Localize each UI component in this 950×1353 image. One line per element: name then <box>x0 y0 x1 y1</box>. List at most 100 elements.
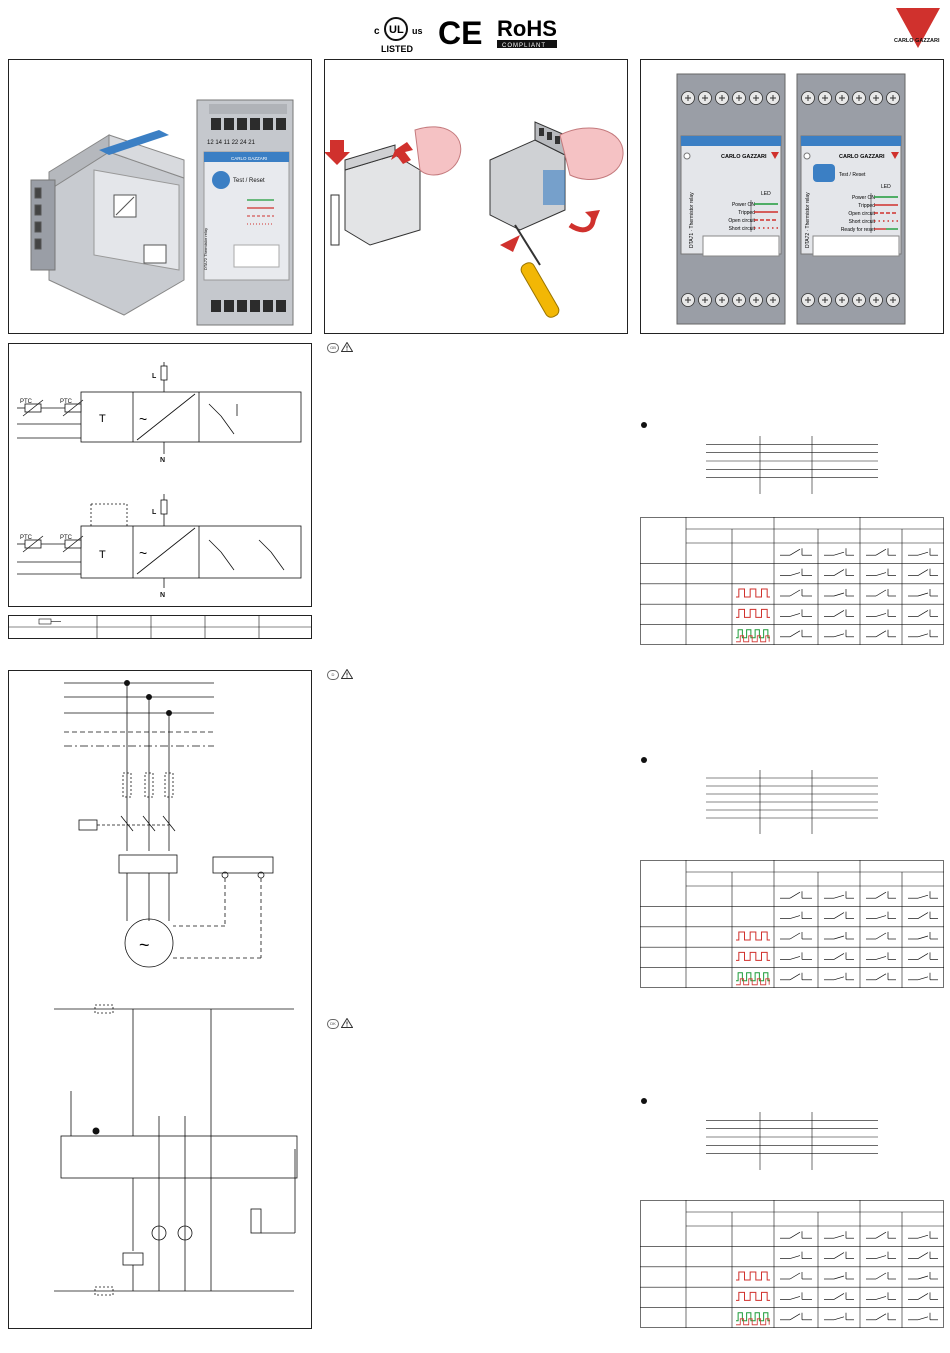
contact-state-symbol <box>780 891 812 899</box>
contact-state-symbol <box>908 1272 938 1280</box>
warning-icon <box>341 342 353 352</box>
contact-state-symbol <box>824 932 854 940</box>
led-blink-pattern <box>736 588 770 598</box>
warning-icon <box>341 669 353 679</box>
led-blink-pattern <box>736 951 770 961</box>
wiring-ptc2-2: PTC <box>60 535 73 541</box>
terminal-row-top <box>681 91 780 105</box>
front-panels-panel: CARLO GAZZARI DTA71 · Thermistor relay L… <box>640 59 944 334</box>
contact-state-symbol <box>866 1231 896 1239</box>
photo-side-label: DTA72 Thermistor relay <box>203 228 208 270</box>
led-blink-pattern <box>736 629 770 643</box>
contact-state-symbol <box>908 972 938 981</box>
contact-state-symbol <box>824 1231 854 1239</box>
wiring-T-1: T <box>99 413 106 425</box>
contact-state-symbol <box>866 952 896 960</box>
contact-state-symbol <box>824 1251 854 1259</box>
wiring-ptc2-1: PTC <box>60 399 73 405</box>
bullet-dot <box>641 422 647 428</box>
led-blink-pattern <box>736 972 770 986</box>
ul-mark-text: UL <box>389 24 404 36</box>
brand-logo-text: CARLO GAZZARI <box>894 38 940 44</box>
dta71-brand: CARLO GAZZARI <box>721 154 767 160</box>
ce-mark: CE <box>438 14 486 48</box>
contact-state-symbol <box>908 1231 938 1239</box>
contact-state-symbol <box>866 1251 896 1259</box>
led-label: Open circuit <box>848 211 875 217</box>
dta71-side-label: DTA71 · Thermistor relay <box>689 192 695 248</box>
contact-state-symbol <box>908 548 938 556</box>
contact-state-symbol <box>866 891 896 899</box>
photo-terminals-top: 12 14 11 22 24 21 <box>207 140 256 146</box>
contact-state-symbol <box>866 932 896 940</box>
contact-state-symbol <box>780 1292 812 1300</box>
contact-state-symbol <box>908 952 938 960</box>
led-blink-pattern <box>736 1291 770 1301</box>
wiring-diagram: L N T ~ PTC PTC L N T ~ PTC PTC <box>17 362 302 599</box>
contact-state-symbol <box>824 1292 854 1300</box>
spec-table-d <box>706 770 878 834</box>
contact-state-symbol <box>824 911 854 919</box>
ul-us-text: us <box>412 26 423 36</box>
contact-state-symbol <box>824 972 854 981</box>
front-panels-drawing: CARLO GAZZARI DTA71 · Thermistor relay L… <box>676 73 906 325</box>
contact-state-symbol <box>780 1272 812 1280</box>
brand-logo: CARLO GAZZARI <box>890 8 946 56</box>
contact-state-symbol <box>908 891 938 899</box>
terminal-spec-table <box>8 615 312 639</box>
ce-text: CE <box>438 15 482 48</box>
contact-state-symbol <box>780 932 812 940</box>
contact-state-symbol <box>824 1312 854 1321</box>
led-label: Tripped <box>738 210 755 216</box>
rohs-logo: RoHS COMPLIANT <box>496 14 560 50</box>
contact-state-symbol <box>908 609 938 617</box>
contact-state-symbol <box>908 911 938 919</box>
motor-tilde: ~ <box>139 935 150 955</box>
contact-state-symbol <box>866 589 896 597</box>
contact-state-symbol <box>866 629 896 638</box>
wiring-L-2: L <box>152 509 157 516</box>
wiring-T-2: T <box>99 549 106 561</box>
contact-state-symbol <box>866 1292 896 1300</box>
led-table-d <box>640 860 944 988</box>
wiring-N-2: N <box>160 592 165 599</box>
contact-state-symbol <box>780 548 812 556</box>
spec-table-gb <box>706 436 878 494</box>
application-diagram-panel: ~ <box>8 670 312 1329</box>
lang-badge-gb: GB <box>327 343 339 353</box>
contact-state-symbol <box>780 1312 812 1321</box>
dta72-side-label: DTA72 · Thermistor relay <box>805 192 811 248</box>
contact-state-symbol <box>780 568 812 576</box>
led-blink-pattern <box>736 1271 770 1281</box>
led-blink-pattern <box>736 1312 770 1326</box>
terminal-row-bottom <box>801 293 900 307</box>
contact-state-symbol <box>824 548 854 556</box>
led-label: Short circuit <box>849 219 876 225</box>
contact-state-symbol <box>908 568 938 576</box>
contact-state-symbol <box>780 911 812 919</box>
dta71-front: CARLO GAZZARI DTA71 · Thermistor relay L… <box>676 73 786 325</box>
bullet-dot <box>641 1098 647 1104</box>
contact-state-symbol <box>866 568 896 576</box>
wiring-ptc1-2: PTC <box>20 535 33 541</box>
contact-state-symbol <box>824 891 854 899</box>
contact-state-symbol <box>780 629 812 638</box>
ul-listed-logo: c UL us LISTED <box>372 12 432 54</box>
test-reset-button[interactable] <box>813 164 835 182</box>
dta72-button-label: Test / Reset <box>839 172 866 178</box>
contact-state-symbol <box>824 589 854 597</box>
wiring-ptc1-1: PTC <box>20 399 33 405</box>
led-label: Power ON <box>732 202 755 208</box>
contact-state-symbol <box>866 911 896 919</box>
led-label: Short circuit <box>729 226 756 232</box>
contact-state-symbol <box>780 609 812 617</box>
ul-c-text: c <box>374 26 380 37</box>
contact-state-symbol <box>866 1312 896 1321</box>
bullet-dot <box>641 757 647 763</box>
contact-state-symbol <box>780 952 812 960</box>
photo-button-label: Test / Reset <box>233 178 265 184</box>
mounting-illustration <box>325 121 624 318</box>
wiring-diagram-panel: L N T ~ PTC PTC L N T ~ PTC PTC <box>8 343 312 607</box>
wiring-tilde-2: ~ <box>139 545 147 561</box>
